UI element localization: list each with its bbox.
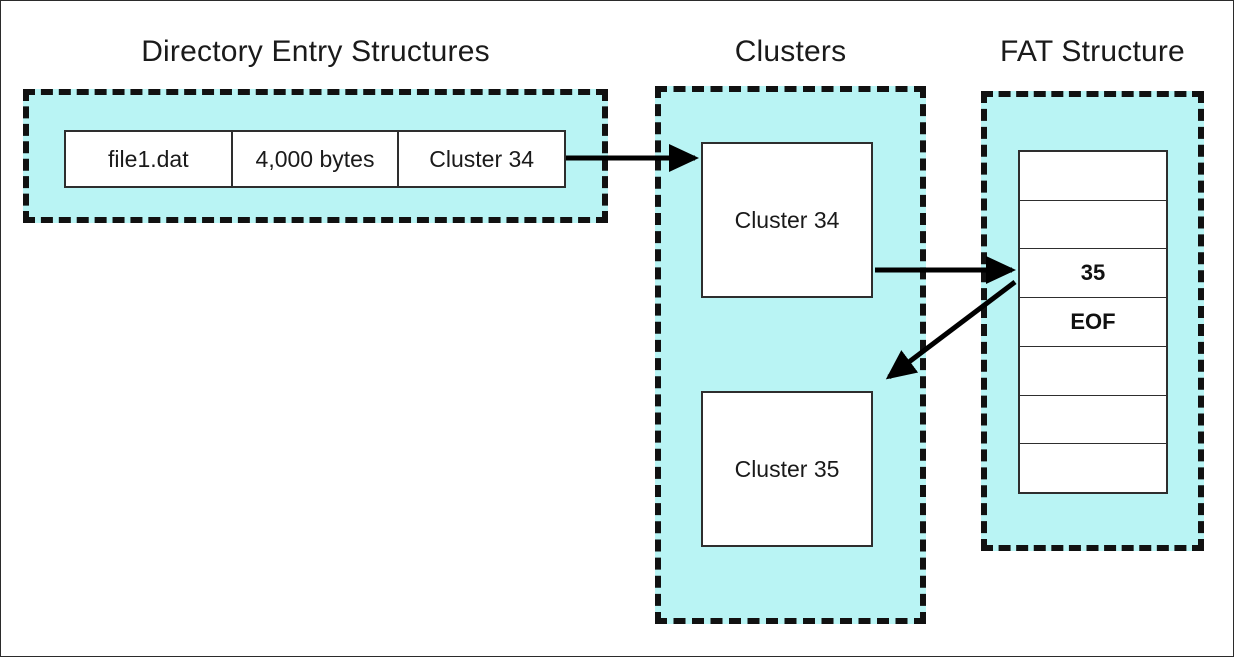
directory-entry-size-field: 4,000 bytes: [233, 132, 400, 186]
fat-section-title: FAT Structure: [1000, 35, 1185, 68]
directory-section-title: Directory Entry Structures: [141, 35, 490, 68]
fat-table: 35 EOF: [1018, 150, 1168, 494]
fat-row[interactable]: [1020, 396, 1166, 445]
fat-row[interactable]: [1020, 152, 1166, 201]
fat-row-35[interactable]: 35: [1020, 249, 1166, 299]
directory-entry-cluster-field: Cluster 34: [429, 145, 535, 172]
directory-entry-filename-field: file1.dat: [66, 132, 233, 186]
fat-row[interactable]: [1020, 201, 1166, 250]
fat-row[interactable]: [1020, 347, 1166, 396]
fat-row[interactable]: [1020, 444, 1166, 492]
clusters-section-title: Clusters: [734, 35, 847, 68]
cluster-35-box[interactable]: Cluster 35: [701, 391, 873, 547]
directory-entry-record[interactable]: file1.dat 4,000 bytes Cluster 34: [64, 130, 566, 188]
cluster-34-box[interactable]: Cluster 34: [701, 142, 873, 298]
fat-row-eof[interactable]: EOF: [1020, 298, 1166, 347]
